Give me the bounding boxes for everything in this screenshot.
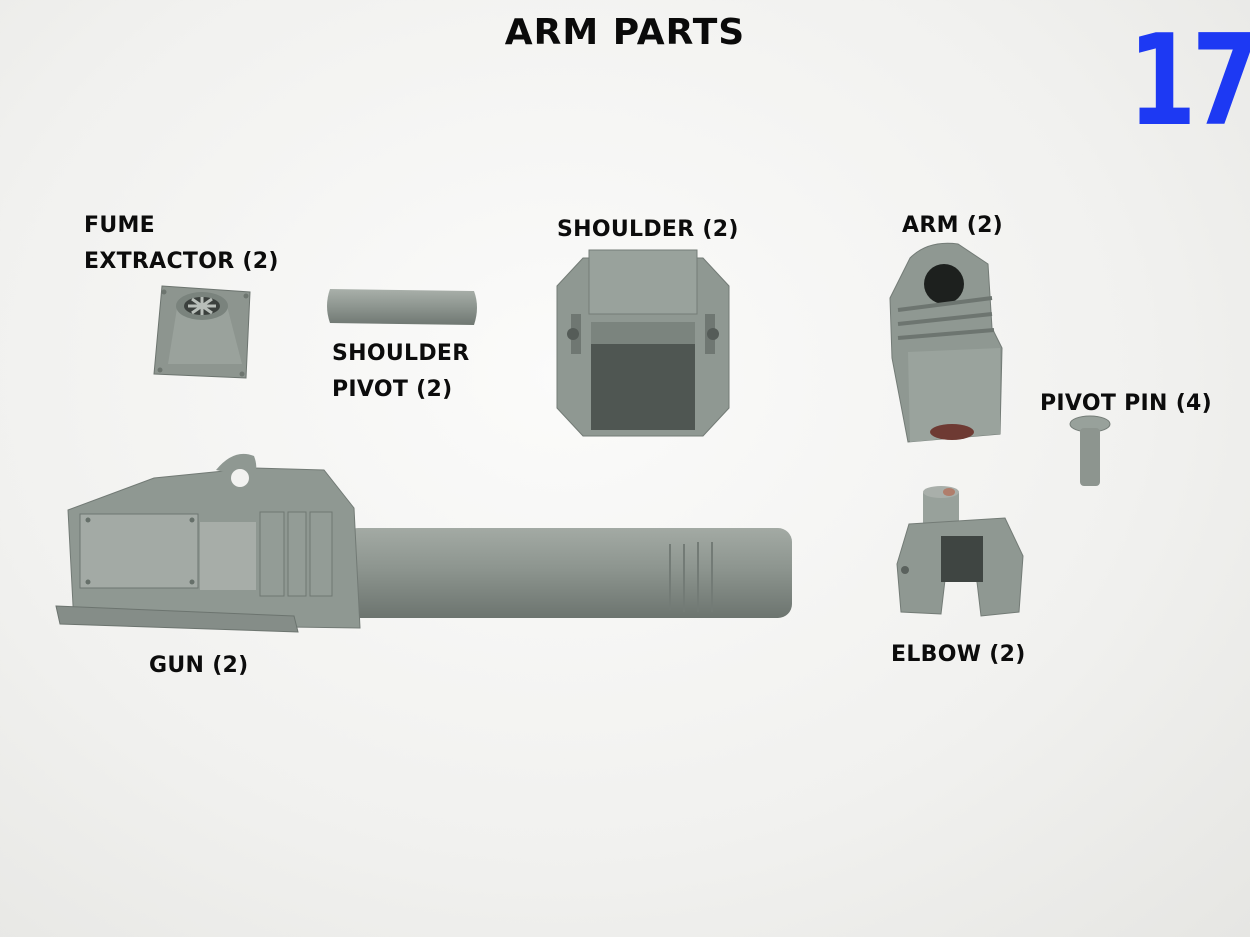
arm-part [889, 242, 1003, 443]
label-elbow: ELBOW (2) [891, 642, 1026, 667]
label-gun: GUN (2) [149, 653, 249, 678]
label-shoulder-pivot: SHOULDER PIVOT (2) [332, 341, 470, 402]
label-shoulder: SHOULDER (2) [557, 217, 739, 242]
label-arm: ARM (2) [902, 213, 1004, 238]
elbow-part [896, 486, 1024, 617]
shoulder-part [556, 249, 730, 437]
label-pivot-pin: PIVOT PIN (4) [1040, 391, 1213, 416]
label-fume-extractor: FUME EXTRACTOR (2) [84, 213, 279, 274]
fume-extractor-part [153, 285, 251, 379]
shoulder-pivot-part [327, 289, 477, 325]
pivot-pin-part [1069, 415, 1111, 486]
step-number: 17 [1128, 7, 1250, 154]
page-title: ARM PARTS [504, 12, 746, 53]
gun-part [55, 453, 792, 633]
